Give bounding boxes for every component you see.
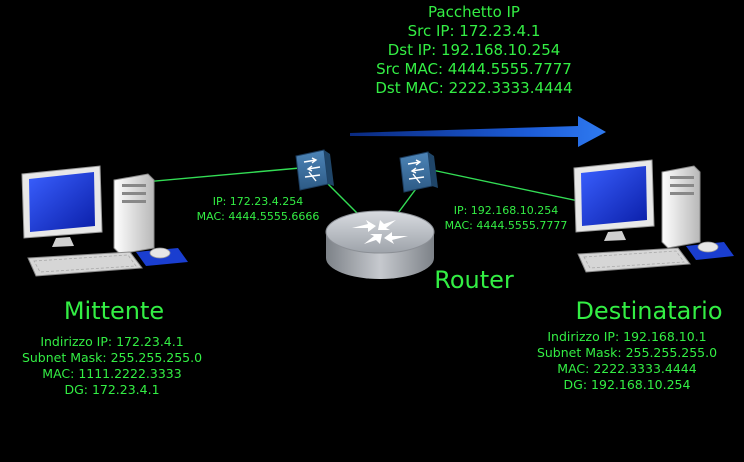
receiver-name: Destinatario xyxy=(575,297,723,325)
direction-arrow-icon xyxy=(350,116,606,147)
packet-dst-mac: Dst MAC: 2222.3333.4444 xyxy=(375,79,573,97)
sender-mask: Subnet Mask: 255.255.255.0 xyxy=(21,350,203,365)
sender-computer-icon xyxy=(21,165,188,277)
sender-gateway: DG: 172.23.4.1 xyxy=(64,382,160,397)
router-right-mac: MAC: 4444.5555.7777 xyxy=(444,219,568,232)
receiver-gateway: DG: 192.168.10.254 xyxy=(563,377,691,392)
left-switch-icon xyxy=(295,149,334,191)
packet-dst-ip: Dst IP: 192.168.10.254 xyxy=(387,41,561,59)
router-left-ip: IP: 172.23.4.254 xyxy=(212,195,304,208)
right-switch-icon xyxy=(399,151,438,193)
receiver-ip: Indirizzo IP: 192.168.10.1 xyxy=(547,329,707,344)
receiver-computer-icon xyxy=(573,159,734,273)
router-icon xyxy=(325,210,435,279)
receiver-mask: Subnet Mask: 255.255.255.0 xyxy=(536,345,718,360)
router-left-mac: MAC: 4444.5555.6666 xyxy=(196,210,320,223)
sender-name: Mittente xyxy=(63,297,165,325)
sender-ip: Indirizzo IP: 172.23.4.1 xyxy=(40,334,184,349)
packet-title: Pacchetto IP xyxy=(428,3,520,21)
router-label: Router xyxy=(434,266,514,294)
packet-src-mac: Src MAC: 4444.5555.7777 xyxy=(376,60,572,78)
sender-mac: MAC: 1111.2222.3333 xyxy=(42,366,182,381)
receiver-mac: MAC: 2222.3333.4444 xyxy=(557,361,697,376)
router-right-ip: IP: 192.168.10.254 xyxy=(453,204,559,217)
packet-src-ip: Src IP: 172.23.4.1 xyxy=(407,22,541,40)
